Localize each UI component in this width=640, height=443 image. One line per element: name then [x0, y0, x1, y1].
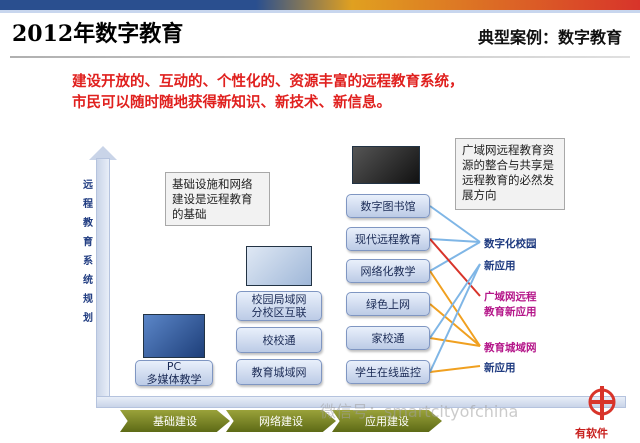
tag-new-app-1: 新应用 [484, 260, 516, 272]
logo-crossbar [589, 400, 615, 404]
section-title: 典型案例：数字教育 [477, 28, 622, 47]
note-infrastructure: 基础设施和网络建设是远程教育的基础 [165, 172, 270, 226]
connector-line [429, 238, 481, 243]
top-color-bar [0, 0, 640, 10]
tag-wan-edu-2: 教育新应用 [484, 306, 537, 318]
school-link-button[interactable]: 校校通 [236, 327, 322, 353]
axis-arrow-icon [89, 146, 117, 160]
digital-library-button[interactable]: 数字图书馆 [346, 194, 430, 218]
connector-line [429, 238, 481, 297]
multimedia-label: 多媒体教学 [146, 373, 202, 386]
tag-edu-metro: 教育城域网 [484, 342, 537, 354]
connector-line [429, 263, 481, 339]
branch-link-label: 分校区互联 [251, 306, 307, 319]
student-monitor-button[interactable]: 学生在线监控 [346, 360, 430, 384]
campus-lan-label: 校园局域网 [251, 293, 307, 306]
pc-multimedia-button[interactable]: PC 多媒体教学 [135, 360, 213, 386]
note-wan: 广域网远程教育资源的整合与共享是远程教育的必然发展方向 [455, 138, 565, 210]
company-logo-icon [588, 386, 616, 420]
connector-line [429, 337, 481, 347]
phase-basic: 基础建设 [120, 410, 230, 432]
headline: 建设开放的、互动的、个性化的、资源丰富的远程教育系统， 市民可以随时随地获得新知… [72, 72, 592, 114]
page-title: 2012年数字教育 [12, 21, 184, 47]
edu-metro-button[interactable]: 教育城域网 [236, 359, 322, 385]
home-school-button[interactable]: 家校通 [346, 326, 430, 350]
campus-lan-button[interactable]: 校园局域网 分校区互联 [236, 291, 322, 321]
tag-new-app-2: 新应用 [484, 362, 516, 374]
connector-line [429, 241, 481, 272]
network-teaching-button[interactable]: 网络化教学 [346, 259, 430, 283]
network-people-icon [246, 246, 312, 286]
watermark: 微信号：smartcityofchina [320, 402, 519, 421]
conference-room-icon [352, 146, 420, 184]
phase-application: 应用建设 [332, 410, 442, 432]
pc-label: PC [166, 360, 182, 373]
phase-network: 网络建设 [226, 410, 336, 432]
connector-line [429, 365, 481, 373]
connector-line [429, 270, 481, 347]
title-divider [10, 56, 630, 58]
connector-line [429, 263, 481, 373]
modern-distance-edu-button[interactable]: 现代远程教育 [346, 227, 430, 251]
y-axis-label: 远程教育系统规划 [83, 180, 93, 324]
tag-wan-edu-1: 广域网远程 [484, 291, 537, 303]
tag-digital-campus: 数字化校园 [484, 238, 537, 250]
horizontal-axis [96, 396, 626, 408]
green-internet-button[interactable]: 绿色上网 [346, 292, 430, 316]
classroom-photo-icon [143, 314, 205, 358]
headline-line-2: 市民可以随时随地获得新知识、新技术、新信息。 [72, 95, 391, 111]
connector-line [429, 303, 481, 347]
headline-line-1: 建设开放的、互动的、个性化的、资源丰富的远程教育系统， [72, 74, 464, 90]
top-stripe [0, 10, 640, 13]
connector-line [429, 205, 481, 243]
logo-text: 有软件 [575, 427, 608, 440]
